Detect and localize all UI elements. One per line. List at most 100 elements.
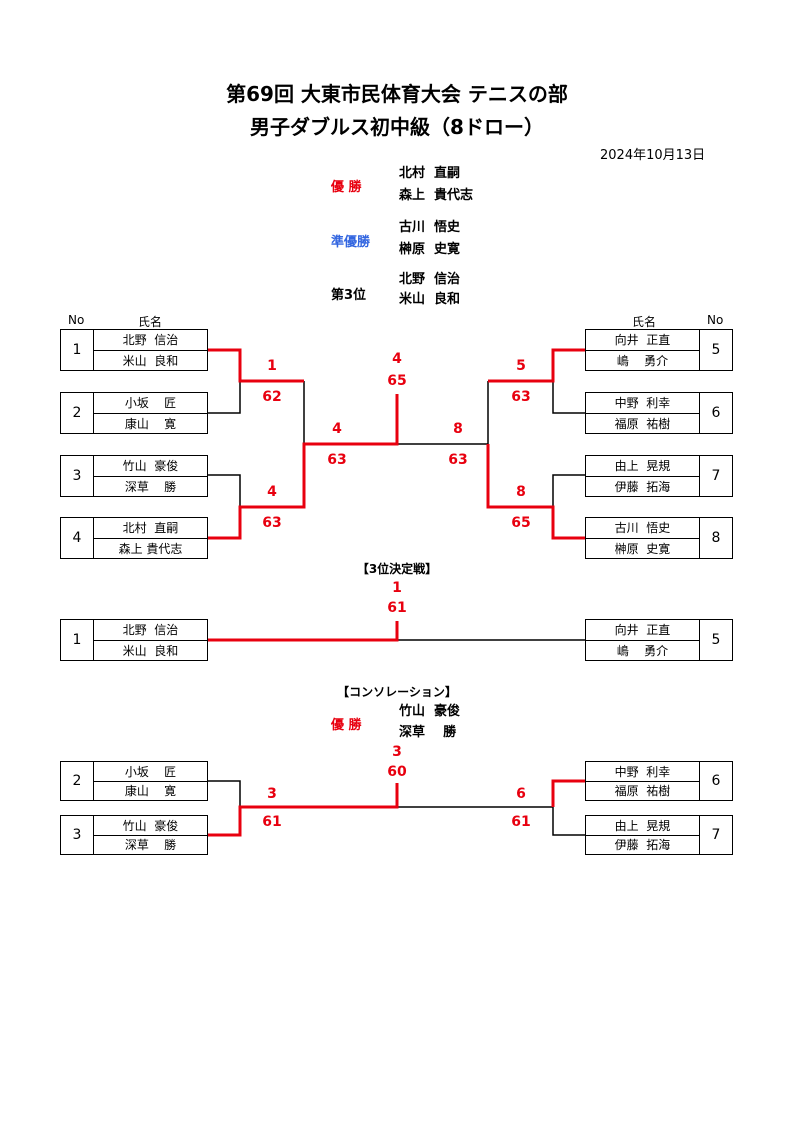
player-name: 中野 利幸 <box>614 396 671 411</box>
player-name: 向井 正直 <box>614 333 671 348</box>
winner-name-1: 北村 直嗣 <box>399 166 461 181</box>
entry-no: 1 <box>61 330 94 370</box>
consolation-winner-name-2: 深草 勝 <box>399 725 457 740</box>
player-name: 康山 寛 <box>94 412 207 434</box>
header-name-left: 氏名 <box>138 315 163 329</box>
sf-left-score: 63 <box>327 452 347 468</box>
final-winner: 4 <box>392 351 402 367</box>
r1-right-bot-score: 65 <box>511 515 531 531</box>
consolation-left-score: 61 <box>262 814 282 830</box>
r1-right-bot-winner: 8 <box>516 484 526 500</box>
entry-no: 2 <box>61 762 94 800</box>
sf-right-score: 63 <box>448 452 468 468</box>
player-name: 深草 勝 <box>94 834 207 855</box>
consolation-winner-name-1: 竹山 豪俊 <box>399 704 461 719</box>
consolation-entry-6: 6 中野 利幸福原 祐樹 <box>585 761 733 801</box>
player-name: 向井 正直 <box>614 623 671 638</box>
consolation-right-winner: 6 <box>516 786 526 802</box>
consolation-right-score: 61 <box>511 814 531 830</box>
consolation-left-winner: 3 <box>267 786 277 802</box>
third-entry-1: 1 北野 信治米山 良和 <box>60 619 208 661</box>
final-score: 65 <box>387 373 407 389</box>
header-no-left: No <box>68 313 85 327</box>
entry-no: 7 <box>699 816 732 854</box>
entry-no: 8 <box>699 518 732 558</box>
player-name: 嶋 勇介 <box>586 639 699 661</box>
entry-no: 3 <box>61 816 94 854</box>
player-name: 北野 信治 <box>122 333 179 348</box>
r1-left-bot-score: 63 <box>262 515 282 531</box>
entry-no: 2 <box>61 393 94 433</box>
sf-left-winner: 4 <box>332 421 342 437</box>
r1-left-top-winner: 1 <box>267 358 277 374</box>
third-entry-5: 5 向井 正直嶋 勇介 <box>585 619 733 661</box>
consolation-entry-2: 2 小坂 匠康山 寛 <box>60 761 208 801</box>
player-name: 竹山 豪俊 <box>122 818 179 833</box>
r1-right-top-score: 63 <box>511 389 531 405</box>
header-name-right: 氏名 <box>632 315 657 329</box>
third-name-2: 米山 良和 <box>399 292 461 307</box>
entry-no: 6 <box>699 393 732 433</box>
player-name: 由上 晃規 <box>614 459 671 474</box>
player-name: 中野 利幸 <box>614 764 671 779</box>
entry-2: 2 小坂 匠康山 寛 <box>60 392 208 434</box>
player-name: 小坂 匠 <box>124 396 177 411</box>
entry-5: 5 向井 正直嶋 勇介 <box>585 329 733 371</box>
page-subtitle: 男子ダブルス初中級（8ドロー） <box>250 115 544 139</box>
player-name: 由上 晃規 <box>614 818 671 833</box>
third-name-1: 北野 信治 <box>399 272 461 287</box>
winner-label: 優 勝 <box>331 180 362 195</box>
r1-right-top-winner: 5 <box>516 358 526 374</box>
third-place-heading: 【3位決定戦】 <box>356 562 438 576</box>
runnerup-name-1: 古川 悟史 <box>399 220 461 235</box>
entry-no: 7 <box>699 456 732 496</box>
player-name: 小坂 匠 <box>124 764 177 779</box>
entry-8: 8 古川 悟史榊原 史寛 <box>585 517 733 559</box>
runnerup-name-2: 榊原 史寛 <box>399 242 461 257</box>
player-name: 深草 勝 <box>94 475 207 497</box>
player-name: 嶋 勇介 <box>586 349 699 371</box>
entry-4: 4 北村 直嗣森上 貴代志 <box>60 517 208 559</box>
entry-6: 6 中野 利幸福原 祐樹 <box>585 392 733 434</box>
player-name: 竹山 豪俊 <box>122 459 179 474</box>
consolation-heading: 【コンソレーション】 <box>337 685 457 699</box>
entry-no: 4 <box>61 518 94 558</box>
player-name: 福原 祐樹 <box>586 412 699 434</box>
third-label: 第3位 <box>331 288 367 303</box>
entry-no: 6 <box>699 762 732 800</box>
player-name: 北野 信治 <box>122 623 179 638</box>
entry-no: 5 <box>699 330 732 370</box>
r1-left-top-score: 62 <box>262 389 282 405</box>
player-name: 榊原 史寛 <box>586 537 699 559</box>
consolation-winner-label: 優 勝 <box>331 718 362 733</box>
player-name: 北村 直嗣 <box>122 521 179 536</box>
player-name: 康山 寛 <box>94 780 207 801</box>
entry-1: 1 北野 信治米山 良和 <box>60 329 208 371</box>
runnerup-label: 準優勝 <box>331 235 371 250</box>
page-title: 第69回 大東市民体育大会 テニスの部 <box>226 82 568 106</box>
entry-7: 7 由上 晃規伊藤 拓海 <box>585 455 733 497</box>
entry-no: 3 <box>61 456 94 496</box>
player-name: 米山 良和 <box>94 639 207 661</box>
player-name: 森上 貴代志 <box>94 537 207 559</box>
entry-no: 5 <box>699 620 732 660</box>
consolation-final-winner: 3 <box>392 744 402 760</box>
third-place-winner: 1 <box>392 580 402 596</box>
player-name: 伊藤 拓海 <box>586 834 699 855</box>
third-place-score: 61 <box>387 600 407 616</box>
consolation-final-score: 60 <box>387 764 407 780</box>
consolation-entry-3: 3 竹山 豪俊深草 勝 <box>60 815 208 855</box>
winner-name-2: 森上 貴代志 <box>399 188 474 203</box>
header-no-right: No <box>707 313 724 327</box>
sf-right-winner: 8 <box>453 421 463 437</box>
player-name: 古川 悟史 <box>614 521 671 536</box>
player-name: 福原 祐樹 <box>586 780 699 801</box>
event-date: 2024年10月13日 <box>600 148 706 163</box>
entry-3: 3 竹山 豪俊深草 勝 <box>60 455 208 497</box>
player-name: 伊藤 拓海 <box>586 475 699 497</box>
player-name: 米山 良和 <box>94 349 207 371</box>
consolation-entry-7: 7 由上 晃規伊藤 拓海 <box>585 815 733 855</box>
entry-no: 1 <box>61 620 94 660</box>
r1-left-bot-winner: 4 <box>267 484 277 500</box>
